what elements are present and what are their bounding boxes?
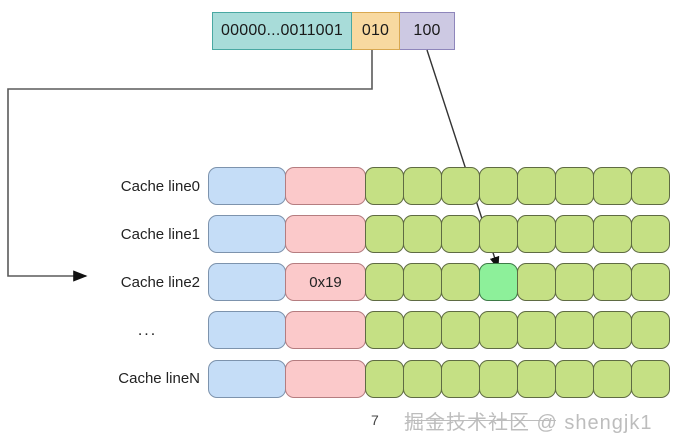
cell-tag [208,167,286,205]
cell-tag [208,311,286,349]
cell-data: 0x19 [285,263,366,301]
row-label-cache-line0: Cache line0 [120,178,200,195]
cell-block [593,215,632,253]
cell-data [285,215,366,253]
watermark: 掘金技术社区 @ shengjk1 [404,406,652,435]
cell-block [403,263,442,301]
cell-block [517,167,556,205]
cache-row [208,167,670,205]
address-index-field: 010 [352,12,400,50]
cell-block [555,215,594,253]
cell-block [517,215,556,253]
cell-data [285,167,366,205]
cell-block [403,311,442,349]
cache-row [208,311,670,349]
cell-tag [208,360,286,398]
cell-block-highlighted [479,263,518,301]
row-label-cache-line1: Cache line1 [120,226,200,243]
cell-block [365,167,404,205]
cell-block [479,311,518,349]
watermark-text: 掘金技术社区 @ shengjk1 [404,412,653,434]
cell-block [441,167,480,205]
cell-block [441,263,480,301]
row-label-cache-line2: Cache line2 [120,274,200,291]
cell-data [285,311,366,349]
cell-block [403,215,442,253]
cell-block [365,215,404,253]
cell-block [479,167,518,205]
cell-block [555,263,594,301]
cell-block [403,360,442,398]
row-label-ellipsis: ... [137,322,158,339]
cell-block [479,215,518,253]
cell-block [479,360,518,398]
cell-block [593,263,632,301]
address-tag-field: 00000...0011001 [212,12,352,50]
row-label-cache-lineN: Cache lineN [118,370,200,387]
address-bar: 00000...0011001 010 100 [212,12,455,50]
cache-row [208,360,670,398]
address-offset-field: 100 [400,12,455,50]
cell-block [555,167,594,205]
cell-block [631,311,670,349]
cell-block [593,167,632,205]
cache-row: 0x19 [208,263,670,301]
cell-block [555,311,594,349]
cell-block [593,311,632,349]
cell-block [631,167,670,205]
watermark-strikethrough [406,420,556,421]
cell-block [365,311,404,349]
page-number: 7 [371,412,379,428]
cell-block [365,360,404,398]
cell-tag [208,215,286,253]
cell-block [517,360,556,398]
cell-block [441,311,480,349]
cell-block [403,167,442,205]
cell-block [593,360,632,398]
cell-data [285,360,366,398]
cell-block [365,263,404,301]
cell-tag [208,263,286,301]
cell-block [517,263,556,301]
cell-block [555,360,594,398]
cell-block [631,263,670,301]
cell-block [441,215,480,253]
cell-block [517,311,556,349]
cell-block [441,360,480,398]
cell-block [631,360,670,398]
cache-row [208,215,670,253]
cell-block [631,215,670,253]
